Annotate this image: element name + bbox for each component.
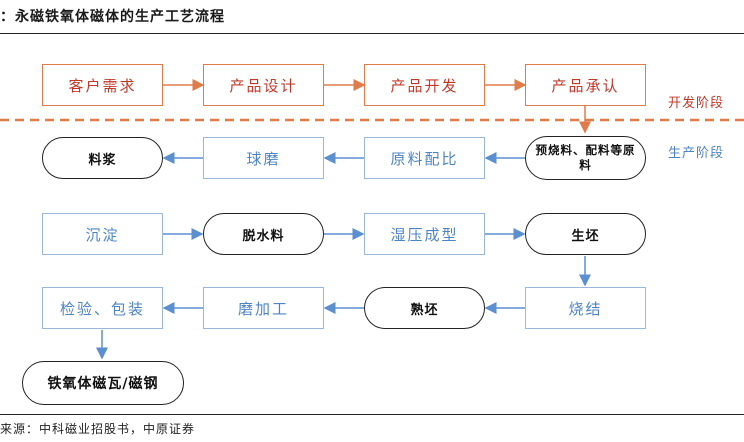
- dev-step-customer-demand: 客户需求: [42, 64, 163, 106]
- dev-step-product-approval: 产品承认: [525, 64, 646, 106]
- dev-step-product-development: 产品开发: [364, 64, 485, 106]
- bottom-rule: [0, 414, 744, 415]
- figure-title: ：永磁铁氧体磁体的生产工艺流程: [0, 9, 225, 25]
- node-green-body: 生坯: [525, 213, 646, 255]
- node-wet-press-forming: 湿压成型: [364, 213, 485, 255]
- top-rule: [0, 33, 744, 34]
- dev-step-product-design: 产品设计: [203, 64, 324, 106]
- node-material-ratio: 原料配比: [364, 137, 485, 179]
- node-dewatered-material: 脱水料: [203, 213, 324, 255]
- node-fired-body: 熟坯: [364, 287, 485, 329]
- stage-label-dev: 开发阶段: [668, 96, 725, 111]
- node-slurry: 料浆: [42, 137, 163, 179]
- node-sedimentation: 沉淀: [42, 213, 163, 255]
- node-sintering: 烧结: [525, 287, 646, 329]
- node-ball-milling: 球磨: [203, 137, 324, 179]
- source-note: 来源：中科磁业招股书，中原证券: [0, 422, 196, 436]
- node-final-product: 铁氧体磁瓦/磁钢: [22, 361, 184, 405]
- node-grinding: 磨加工: [203, 287, 324, 329]
- stage-label-prod: 生产阶段: [668, 146, 725, 161]
- node-raw-materials: 预烧料、配料等原料: [525, 136, 646, 180]
- node-inspection-packaging: 检验、包装: [42, 287, 163, 329]
